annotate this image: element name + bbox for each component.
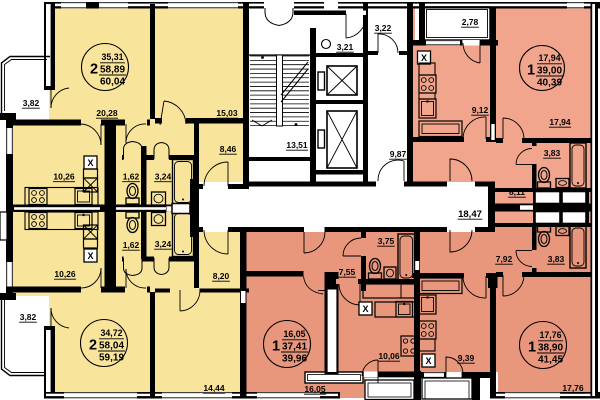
- svg-text:3,21: 3,21: [337, 42, 354, 52]
- svg-text:1,62: 1,62: [123, 240, 140, 250]
- svg-text:9,87: 9,87: [390, 149, 407, 159]
- svg-text:41,45: 41,45: [538, 354, 563, 366]
- svg-text:17,76: 17,76: [540, 330, 562, 341]
- svg-text:1: 1: [272, 339, 280, 355]
- svg-text:3,75: 3,75: [378, 236, 395, 246]
- svg-text:10,06: 10,06: [378, 351, 400, 361]
- svg-text:3,82: 3,82: [20, 312, 37, 322]
- svg-text:2: 2: [90, 62, 98, 78]
- svg-text:8,46: 8,46: [220, 144, 237, 154]
- svg-text:1,62: 1,62: [123, 172, 140, 182]
- svg-text:X: X: [87, 158, 93, 168]
- svg-text:35,31: 35,31: [102, 52, 125, 63]
- svg-text:13,51: 13,51: [286, 140, 308, 150]
- svg-text:3,22: 3,22: [375, 23, 392, 33]
- svg-text:2,78: 2,78: [462, 17, 479, 27]
- svg-text:34,72: 34,72: [101, 328, 123, 339]
- svg-text:10,26: 10,26: [53, 172, 75, 182]
- svg-text:59,19: 59,19: [99, 352, 124, 364]
- svg-text:X: X: [421, 53, 427, 63]
- svg-text:17,94: 17,94: [539, 53, 562, 64]
- svg-text:17,94: 17,94: [549, 117, 571, 127]
- svg-text:3,82: 3,82: [23, 98, 40, 108]
- svg-text:16,05: 16,05: [284, 329, 307, 340]
- svg-text:3,24: 3,24: [155, 172, 172, 182]
- svg-text:18,47: 18,47: [458, 209, 482, 220]
- svg-text:37,41: 37,41: [282, 341, 307, 353]
- svg-text:40,39: 40,39: [537, 77, 562, 89]
- svg-text:9,39: 9,39: [458, 353, 475, 363]
- svg-text:10,26: 10,26: [54, 269, 76, 279]
- svg-text:14,44: 14,44: [203, 383, 225, 393]
- svg-text:X: X: [425, 356, 431, 366]
- svg-text:8,11: 8,11: [509, 187, 525, 197]
- svg-text:3,24: 3,24: [155, 239, 172, 249]
- svg-text:39,00: 39,00: [537, 65, 562, 77]
- svg-text:X: X: [87, 251, 93, 261]
- svg-text:20,28: 20,28: [96, 108, 118, 118]
- svg-text:58,04: 58,04: [99, 340, 124, 352]
- svg-text:1: 1: [527, 63, 535, 79]
- svg-text:3,83: 3,83: [544, 148, 561, 158]
- svg-text:7,92: 7,92: [496, 254, 513, 264]
- svg-text:8,20: 8,20: [213, 271, 230, 281]
- svg-text:60,04: 60,04: [100, 76, 125, 88]
- svg-text:9,12: 9,12: [472, 105, 489, 115]
- svg-text:7,55: 7,55: [339, 267, 356, 277]
- svg-text:1: 1: [528, 340, 536, 356]
- svg-text:16,05: 16,05: [304, 384, 326, 394]
- svg-text:17,76: 17,76: [562, 383, 584, 393]
- svg-text:58,89: 58,89: [100, 64, 125, 76]
- svg-text:3,83: 3,83: [548, 254, 565, 264]
- svg-text:X: X: [362, 304, 368, 314]
- svg-text:15,03: 15,03: [216, 108, 238, 118]
- svg-text:2: 2: [89, 338, 97, 354]
- svg-text:38,90: 38,90: [538, 342, 563, 354]
- svg-text:39,96: 39,96: [282, 353, 307, 365]
